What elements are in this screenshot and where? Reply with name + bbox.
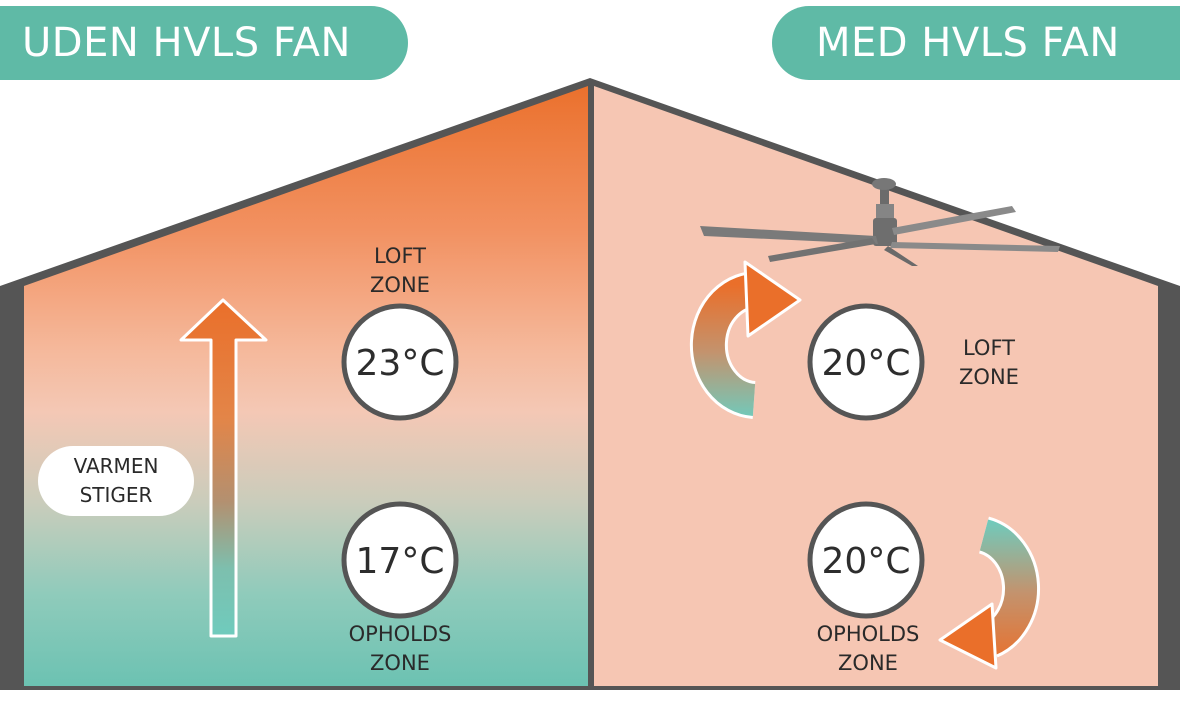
left-upper-temp-circle: 23°C <box>341 303 459 421</box>
right-lower-temp-circle: 20°C <box>807 501 925 619</box>
right-lower-zone-label: OPHOLDS ZONE <box>816 622 920 675</box>
right-upper-temp: 20°C <box>822 343 911 384</box>
ceiling-fan-icon <box>700 178 1060 266</box>
left-upper-temp: 23°C <box>356 343 445 384</box>
left-lower-zone-label: OPHOLDS ZONE <box>348 622 452 675</box>
floor-line <box>0 686 1180 711</box>
left-lower-temp-circle: 17°C <box>341 501 459 619</box>
right-upper-zone-label: LOFT ZONE <box>959 336 1019 389</box>
left-lower-temp: 17°C <box>356 541 445 582</box>
right-upper-temp-circle: 20°C <box>807 303 925 421</box>
right-panel-title: MED HVLS FAN <box>772 6 1180 80</box>
heat-rises-callout: VARMEN STIGER <box>38 446 194 516</box>
left-room-interior <box>24 86 588 686</box>
right-lower-temp: 20°C <box>822 541 911 582</box>
curved-arrow-icon <box>938 516 1041 670</box>
left-upper-zone-label: LOFT ZONE <box>370 244 430 297</box>
curved-arrow-icon <box>689 260 802 419</box>
arrow-up-icon <box>179 298 268 638</box>
left-panel-title: UDEN HVLS FAN <box>0 6 408 80</box>
